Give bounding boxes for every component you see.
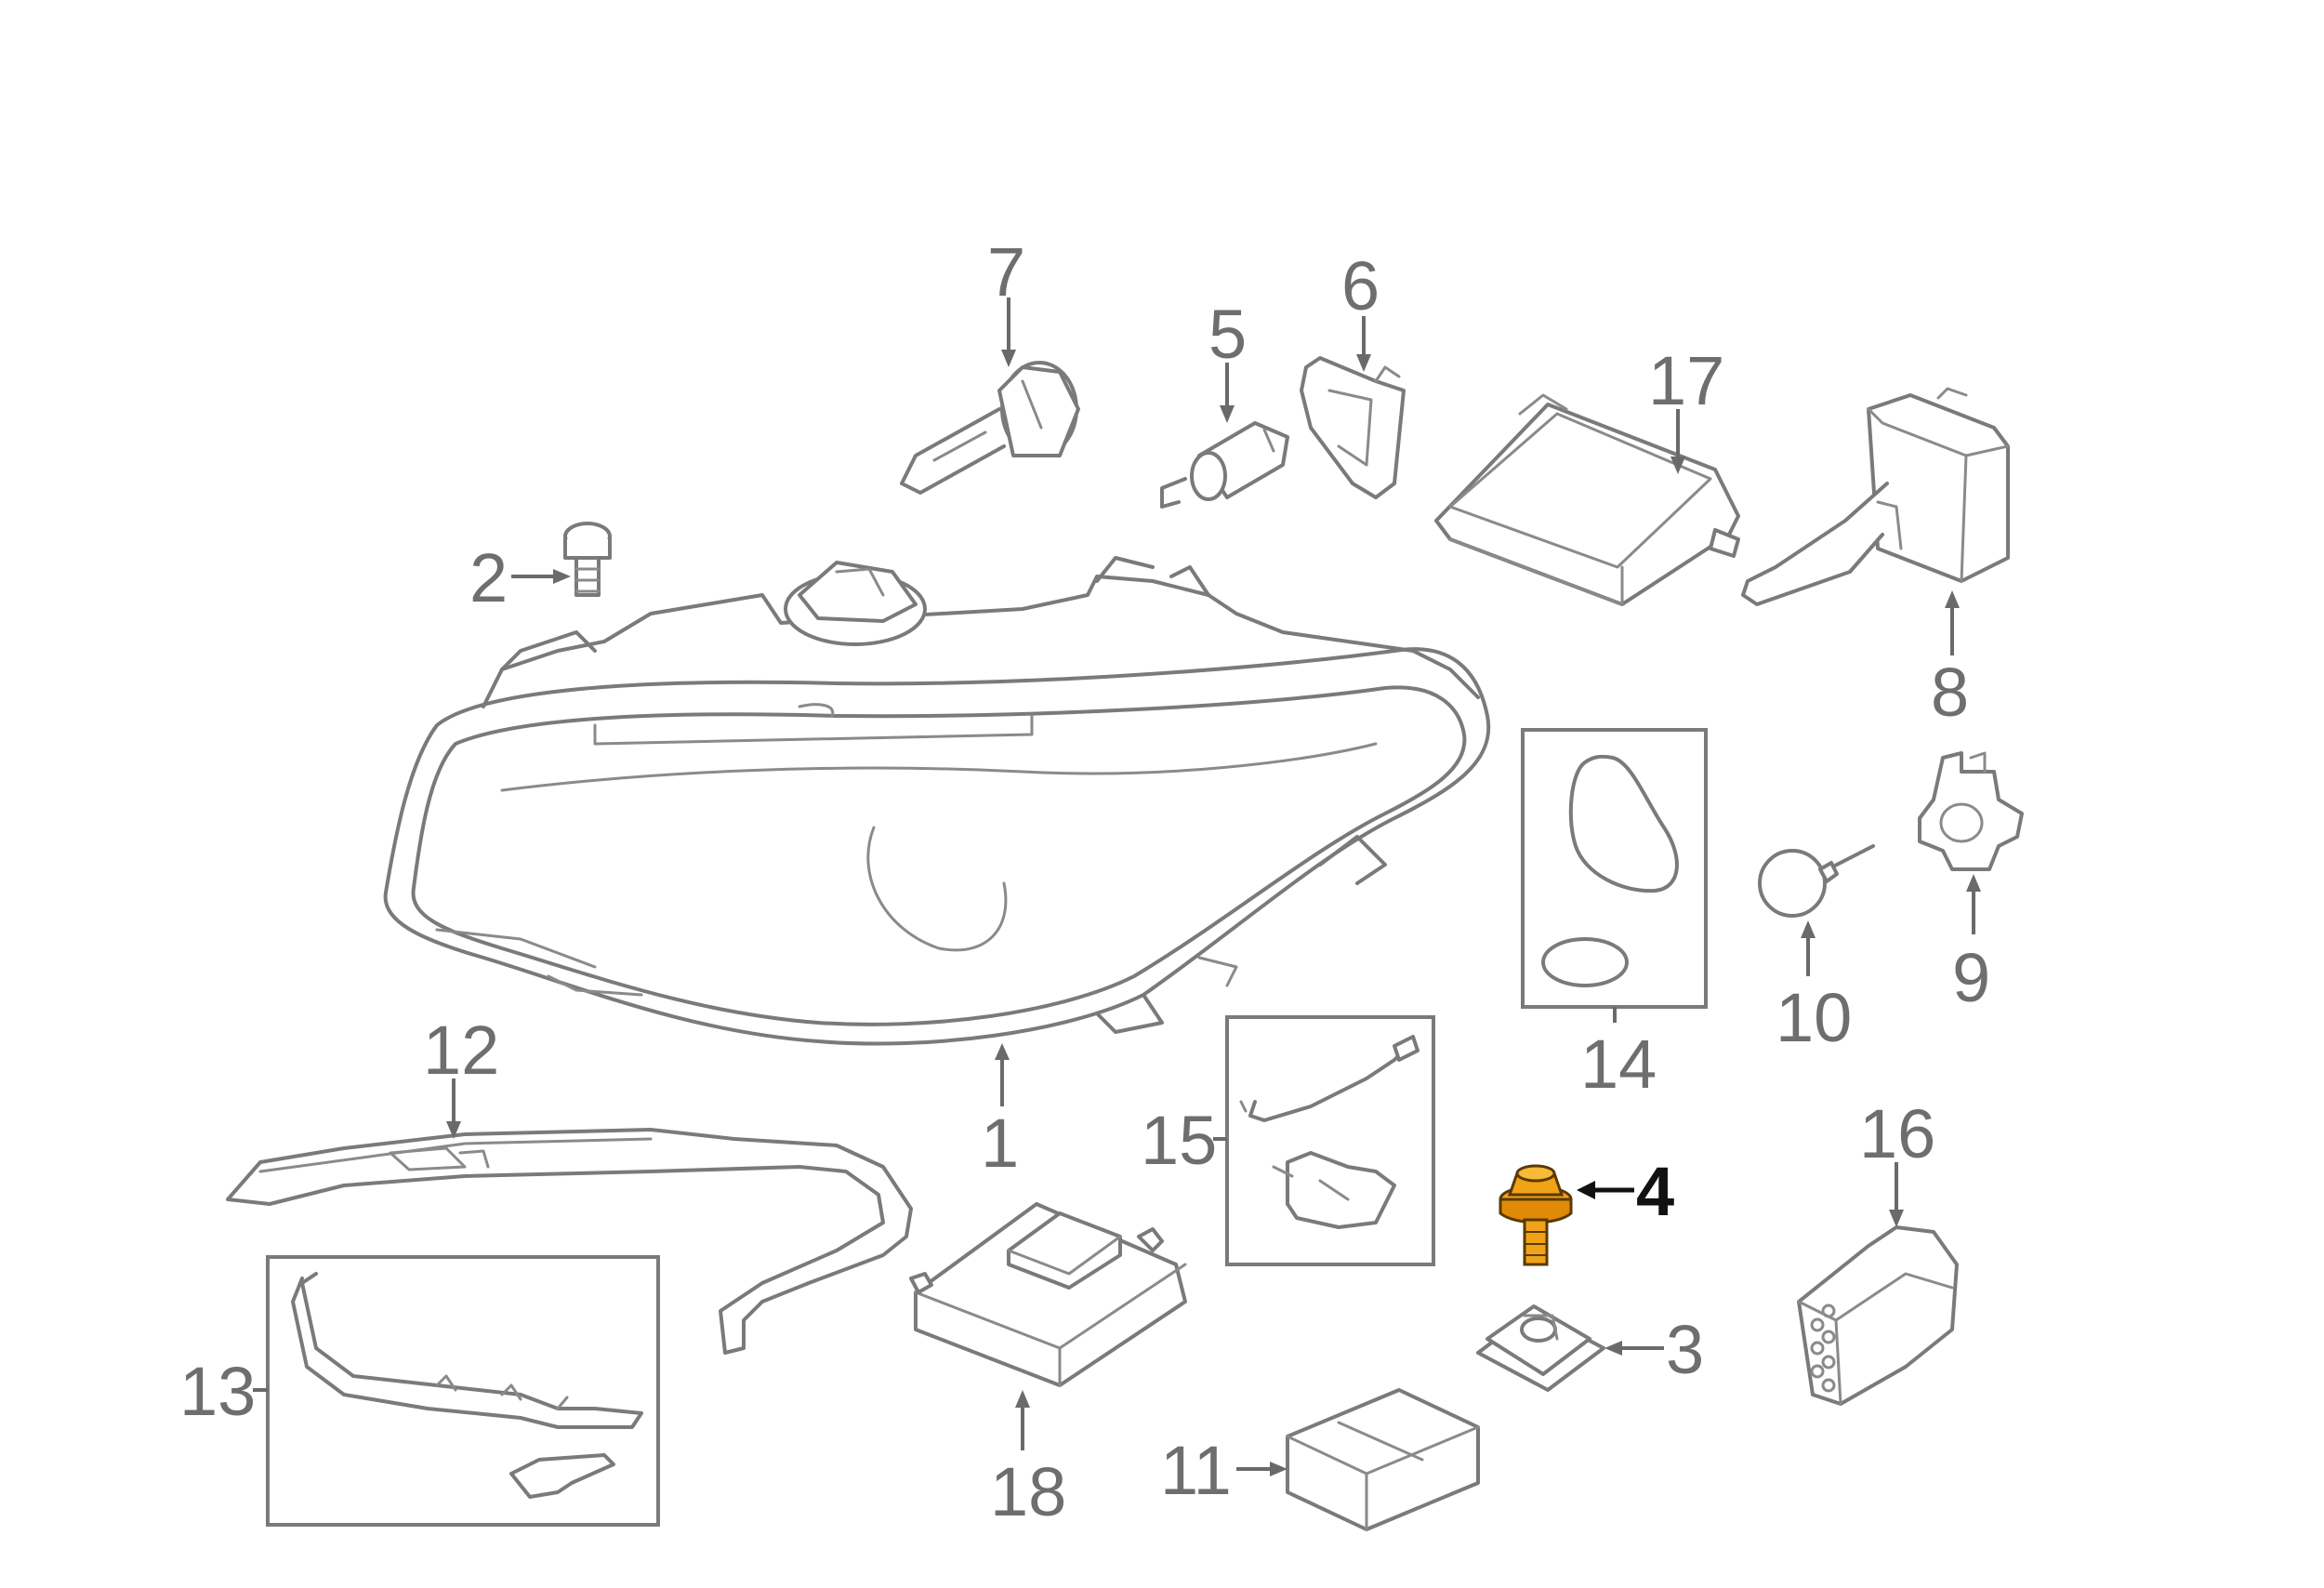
part-10-bulb — [1758, 844, 1875, 918]
part-17-control-module — [1434, 393, 1740, 606]
part-8-xenon-bulb — [1741, 387, 2010, 606]
callout-9: 9 — [1952, 939, 1990, 1016]
callout-14: 14 — [1580, 1026, 1657, 1103]
part-14-gasket-kit — [1521, 728, 1708, 1009]
callout-17: 17 — [1648, 342, 1724, 419]
part-15-wiring-kit — [1225, 1015, 1435, 1266]
callout-6: 6 — [1341, 247, 1380, 324]
callout-1: 1 — [981, 1105, 1019, 1182]
part-16-connector — [1797, 1225, 1959, 1406]
part-5-adjuster-motor — [1160, 421, 1289, 509]
callout-2: 2 — [469, 539, 508, 616]
part-1-headlight-housing — [383, 556, 1491, 1046]
part-12-trim-strip — [226, 1128, 913, 1355]
callout-4: 4 — [1636, 1153, 1674, 1230]
callout-16: 16 — [1859, 1095, 1935, 1172]
callout-3: 3 — [1666, 1311, 1704, 1388]
part-4-bolt-highlighted — [1499, 1164, 1573, 1266]
callout-8: 8 — [1931, 654, 1969, 731]
leader-lines — [253, 298, 1981, 1476]
callout-labels: 1 2 3 4 5 6 7 8 9 10 11 12 13 14 15 16 1… — [179, 233, 1990, 1530]
part-11-box — [1286, 1388, 1480, 1531]
callout-5: 5 — [1208, 296, 1247, 373]
callout-11: 11 — [1160, 1432, 1232, 1509]
callout-10: 10 — [1776, 979, 1852, 1056]
part-13-seal-kit — [266, 1255, 660, 1527]
callout-15: 15 — [1141, 1102, 1217, 1179]
part-7-halogen-bulb — [900, 361, 1080, 495]
part-2-screw — [563, 522, 612, 597]
callout-7: 7 — [987, 233, 1025, 311]
part-6-bulb-holder — [1300, 356, 1406, 499]
callout-18: 18 — [990, 1453, 1066, 1530]
callout-13: 13 — [179, 1353, 256, 1430]
callout-12: 12 — [423, 1012, 499, 1089]
part-18-ballast — [909, 1202, 1187, 1387]
part-9-igniter — [1918, 751, 2024, 871]
part-3-clip-nut — [1476, 1304, 1605, 1392]
